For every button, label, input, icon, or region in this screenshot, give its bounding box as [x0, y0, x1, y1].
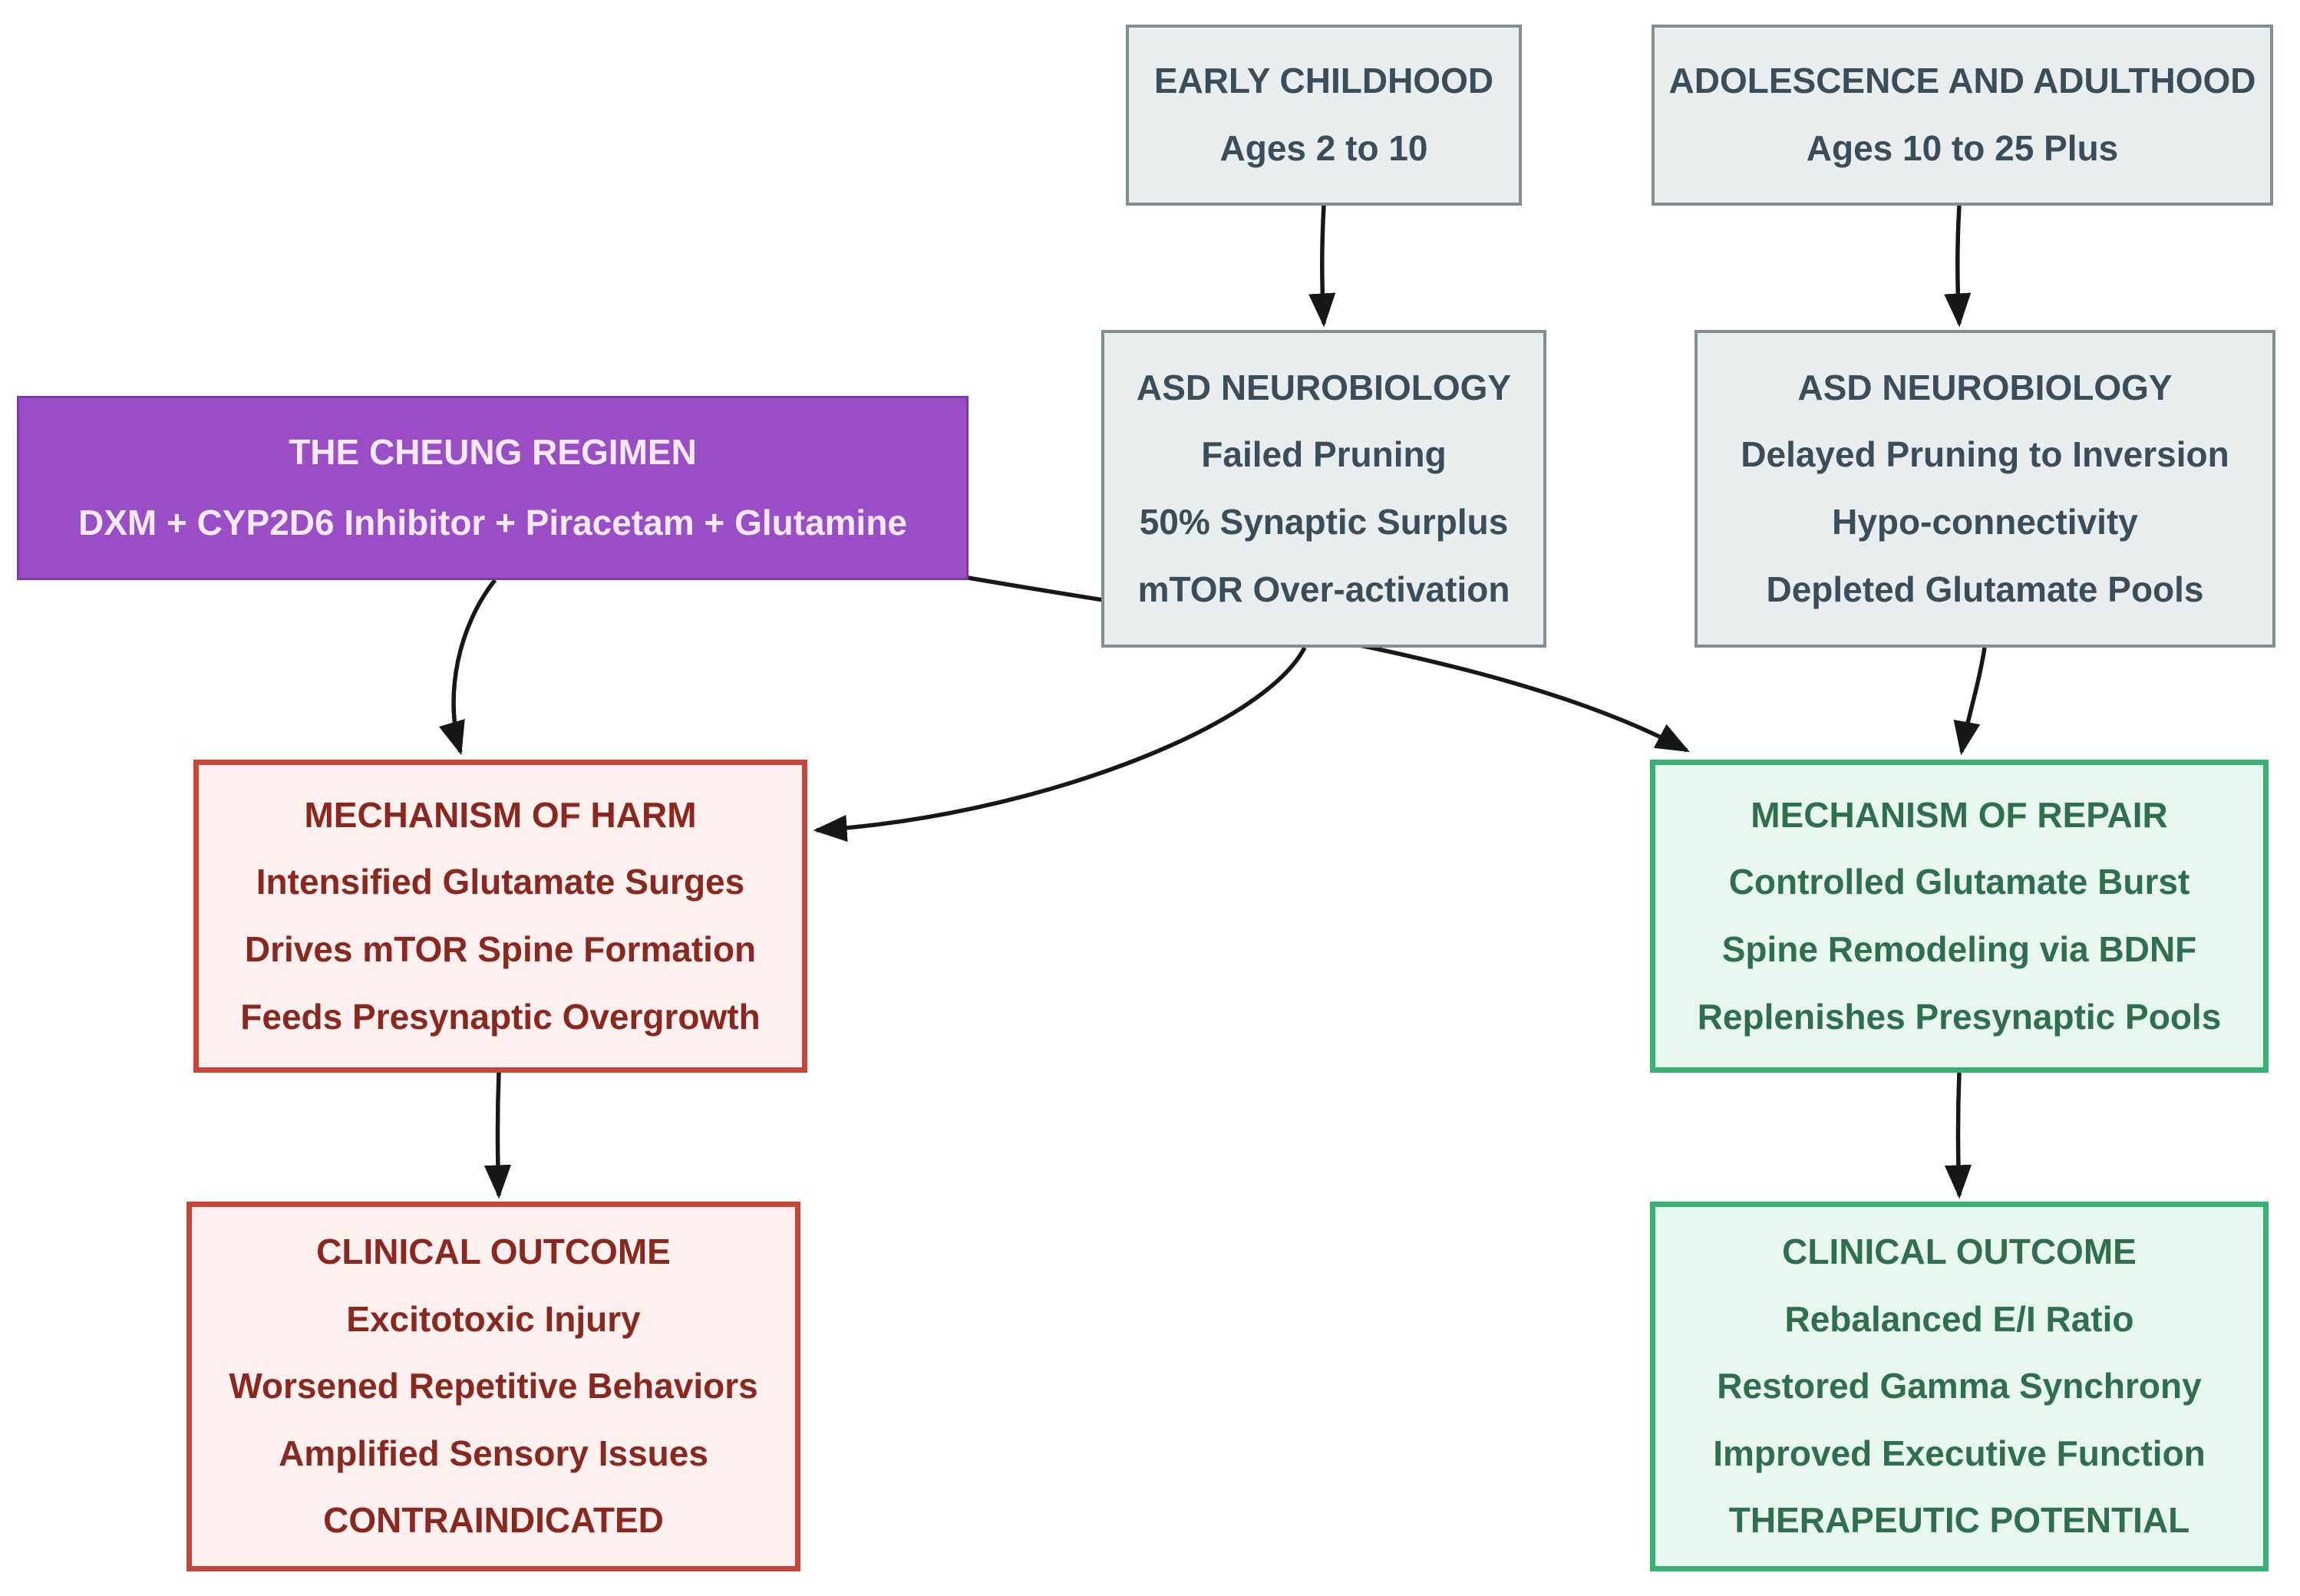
- node-harm-line: Drives mTOR Spine Formation: [244, 929, 757, 969]
- node-regimen-title: THE CHEUNG REGIMEN: [289, 432, 697, 473]
- edge-asd-child-to-harm: [813, 646, 1307, 843]
- node-repair-title: MECHANISM OF REPAIR: [1751, 794, 2168, 835]
- edge-harm-to-outcome: [483, 1072, 512, 1199]
- node-early-childhood: EARLY CHILDHOOD Ages 2 to 10: [1126, 25, 1522, 206]
- node-repair-line: Controlled Glutamate Burst: [1728, 862, 2190, 902]
- node-outcome-harm-line: Amplified Sensory Issues: [279, 1433, 708, 1473]
- node-clinical-outcome-harm: CLINICAL OUTCOME Excitotoxic Injury Wors…: [186, 1202, 800, 1571]
- node-asd-adult-line: Depleted Glutamate Pools: [1766, 569, 2204, 609]
- node-asd-adult-title: ASD NEUROBIOLOGY: [1797, 367, 2173, 407]
- node-asd-adult-line: Hypo-connectivity: [1832, 502, 2138, 542]
- node-asd-child-line: Failed Pruning: [1201, 434, 1447, 475]
- edge-regimen-to-harm: [438, 579, 497, 756]
- node-asd-child-line: 50% Synaptic Surplus: [1139, 502, 1509, 542]
- node-cheung-regimen: THE CHEUNG REGIMEN DXM + CYP2D6 Inhibito…: [17, 396, 969, 580]
- node-asd-adult-line: Delayed Pruning to Inversion: [1741, 434, 2229, 475]
- node-asd-neurobiology-child: ASD NEUROBIOLOGY Failed Pruning 50% Syna…: [1101, 330, 1546, 648]
- edge-adolescence-to-asd-adult: [1944, 205, 1972, 328]
- node-asd-child-line: mTOR Over-activation: [1137, 569, 1510, 609]
- edge-early-to-asd-child: [1308, 205, 1336, 328]
- node-adolescence-adulthood: ADOLESCENCE AND ADULTHOOD Ages 10 to 25 …: [1652, 25, 2273, 206]
- node-outcome-repair-line: Rebalanced E/I Ratio: [1784, 1298, 2134, 1339]
- node-outcome-harm-line: Excitotoxic Injury: [346, 1298, 641, 1339]
- node-mechanism-of-repair: MECHANISM OF REPAIR Controlled Glutamate…: [1650, 760, 2269, 1073]
- node-clinical-outcome-repair: CLINICAL OUTCOME Rebalanced E/I Ratio Re…: [1650, 1202, 2269, 1571]
- node-adolescence-line: Ages 10 to 25 Plus: [1806, 128, 2119, 168]
- node-outcome-repair-line: THERAPEUTIC POTENTIAL: [1728, 1500, 2190, 1541]
- node-outcome-harm-line: CONTRAINDICATED: [323, 1500, 664, 1541]
- node-repair-line: Replenishes Presynaptic Pools: [1697, 996, 2222, 1037]
- node-early-childhood-line: Ages 2 to 10: [1219, 128, 1428, 168]
- node-regimen-line: DXM + CYP2D6 Inhibitor + Piracetam + Glu…: [78, 503, 908, 542]
- edge-asd-adult-to-repair: [1953, 647, 1987, 756]
- node-outcome-repair-line: Improved Executive Function: [1713, 1433, 2206, 1473]
- node-harm-line: Feeds Presynaptic Overgrowth: [240, 996, 761, 1037]
- node-outcome-harm-title: CLINICAL OUTCOME: [316, 1232, 671, 1272]
- node-harm-title: MECHANISM OF HARM: [304, 794, 697, 835]
- node-outcome-repair-line: Restored Gamma Synchrony: [1717, 1366, 2202, 1406]
- node-asd-child-title: ASD NEUROBIOLOGY: [1136, 367, 1512, 407]
- node-adolescence-title: ADOLESCENCE AND ADULTHOOD: [1668, 61, 2256, 101]
- edge-repair-to-outcome: [1944, 1072, 1972, 1199]
- node-outcome-repair-title: CLINICAL OUTCOME: [1782, 1232, 2137, 1272]
- node-early-childhood-title: EARLY CHILDHOOD: [1153, 61, 1494, 101]
- node-harm-line: Intensified Glutamate Surges: [256, 862, 745, 902]
- node-asd-neurobiology-adult: ASD NEUROBIOLOGY Delayed Pruning to Inve…: [1694, 330, 2275, 648]
- node-repair-line: Spine Remodeling via BDNF: [1721, 929, 2197, 969]
- node-outcome-harm-line: Worsened Repetitive Behaviors: [229, 1366, 758, 1406]
- node-mechanism-of-harm: MECHANISM OF HARM Intensified Glutamate …: [193, 760, 807, 1073]
